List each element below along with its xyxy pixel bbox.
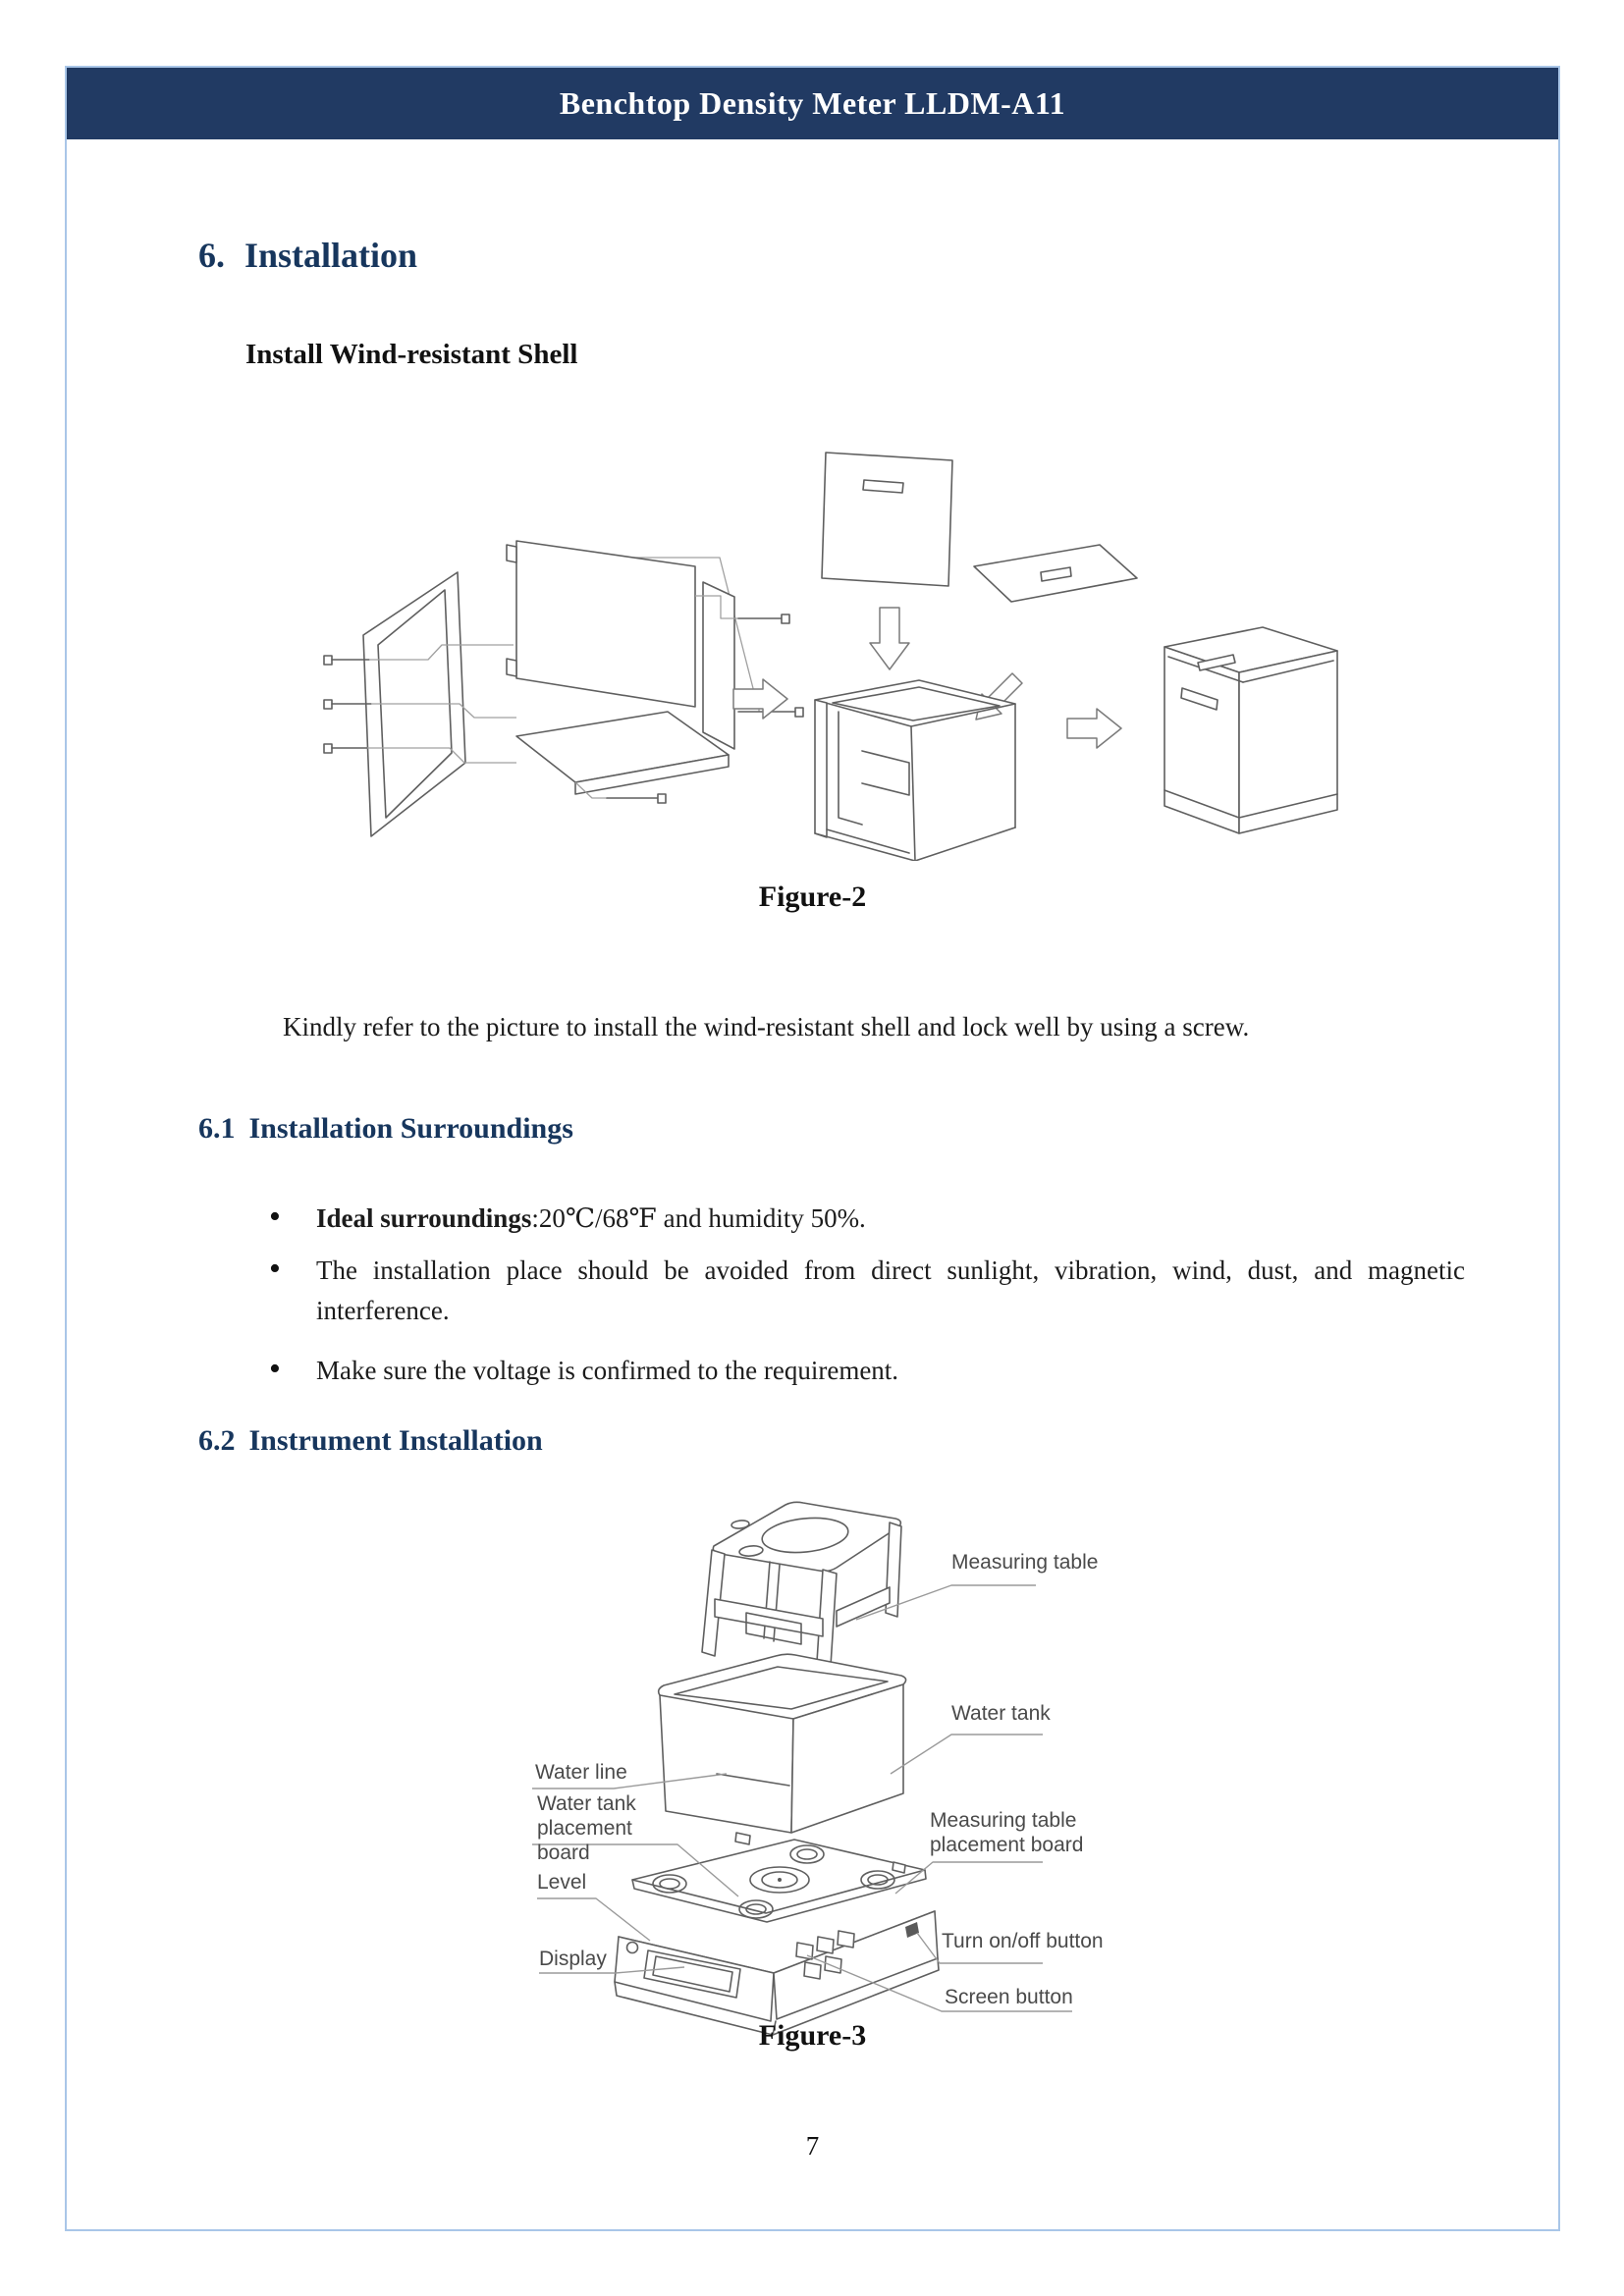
figure-3-drawing: Measuring table Water tank Measuring tab… [513,1489,1259,2039]
label-screen-button: Screen button [945,1986,1073,2008]
page-number: 7 [805,2131,820,2161]
section-6-number: 6. [198,236,225,275]
bullet-text: :20℃/68℉ and humidity 50%. [531,1203,866,1233]
section-6-1-heading: 6.1 Installation Surroundings [198,1112,573,1146]
figure-2-assembly-svg [323,452,1338,862]
partially-assembled-group [814,452,1138,862]
bullet-ideal-surroundings: Ideal surroundings:20℃/68℉ and humidity … [267,1197,1465,1239]
section-6-2-number: 6.2 [198,1424,236,1457]
section-6-heading: 6. Installation [198,235,417,276]
bullet-installation-place: The installation place should be avoided… [267,1249,1465,1331]
section-6-1-number: 6.1 [198,1112,236,1145]
label-measuring-table-placement-board: Measuring table placement board [930,1809,1084,1856]
bullet-text: Make sure the voltage is confirmed to th… [316,1356,899,1385]
figure-3-caption: Figure-3 [758,2019,867,2052]
page-header-bar: Benchtop Density Meter LLDM-A11 [67,68,1558,139]
water-line-mark [716,1773,790,1787]
balance-body-part [614,1832,940,2036]
figure-2-drawing [312,417,1353,862]
install-shell-subheading: Install Wind-resistant Shell [245,339,578,370]
figure-3-instrument-svg [532,1501,1072,2036]
install-paragraph: Kindly refer to the picture to install t… [283,1012,1250,1041]
label-water-tank-placement-board: Water tank placement board [537,1792,636,1864]
exploded-panels-group [323,540,804,837]
bullet-bold-lead: Ideal surroundings [316,1203,532,1233]
step-arrow-icon [1066,708,1122,749]
page-border-frame: Benchtop Density Meter LLDM-A11 6. Instal… [65,66,1560,2231]
section-6-2-title: Instrument Installation [248,1424,543,1457]
label-water-tank: Water tank [951,1702,1051,1725]
measuring-table-part [701,1501,902,1667]
section-6-1-title: Installation Surroundings [248,1112,573,1145]
bullet-voltage: Make sure the voltage is confirmed to th… [267,1349,1465,1391]
figure-3-leader-lines [532,1584,1072,2012]
section-6-title: Installation [244,236,418,275]
figure-2-caption: Figure-2 [758,881,867,913]
assembled-shell-group [1164,626,1338,834]
label-water-line: Water line [535,1761,627,1784]
label-display: Display [539,1948,607,1970]
power-button-knob [905,1922,919,1938]
label-measuring-table: Measuring table [951,1551,1099,1574]
water-tank-part [657,1653,907,1834]
level-window [625,1941,639,1954]
surroundings-bullet-list: Ideal surroundings:20℃/68℉ and humidity … [267,1197,1465,1403]
bullet-text: The installation place should be avoided… [316,1255,1465,1325]
down-arrow-icon [869,607,910,670]
page-header-title: Benchtop Density Meter LLDM-A11 [559,85,1066,121]
step-arrow-icon [732,678,788,720]
label-level: Level [537,1871,587,1894]
label-turn-on-off-button: Turn on/off button [942,1930,1104,1952]
section-6-2-heading: 6.2 Instrument Installation [198,1424,543,1458]
